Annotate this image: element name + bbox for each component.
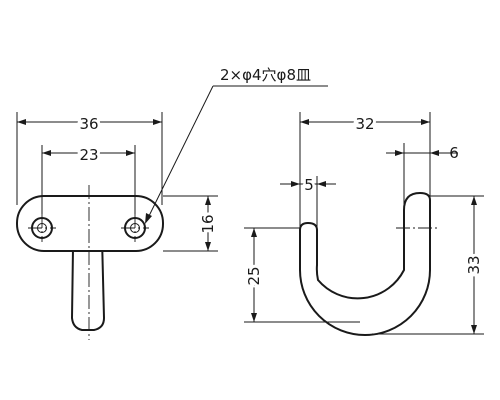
front-view: 36 23 16 2×φ4穴φ8皿: [16, 66, 328, 340]
dim-overall-depth: 32: [355, 115, 374, 133]
dim-hole-pitch: 23: [79, 146, 98, 164]
dim-overall-height: 33: [465, 255, 483, 274]
hook-end: [299, 222, 318, 231]
mounting-plate: [16, 195, 164, 252]
side-view: 32 6 5 25 33: [242, 112, 486, 336]
dim-wire-thickness: 5: [304, 176, 314, 194]
dim-tip-thickness: 6: [449, 144, 459, 162]
dim-overall-width: 36: [79, 115, 98, 133]
hook-profile: [299, 192, 431, 336]
dim-inner-height: 25: [245, 266, 263, 285]
callout-hole-spec: 2×φ4穴φ8皿: [220, 66, 311, 84]
dim-plate-height: 16: [199, 214, 217, 233]
